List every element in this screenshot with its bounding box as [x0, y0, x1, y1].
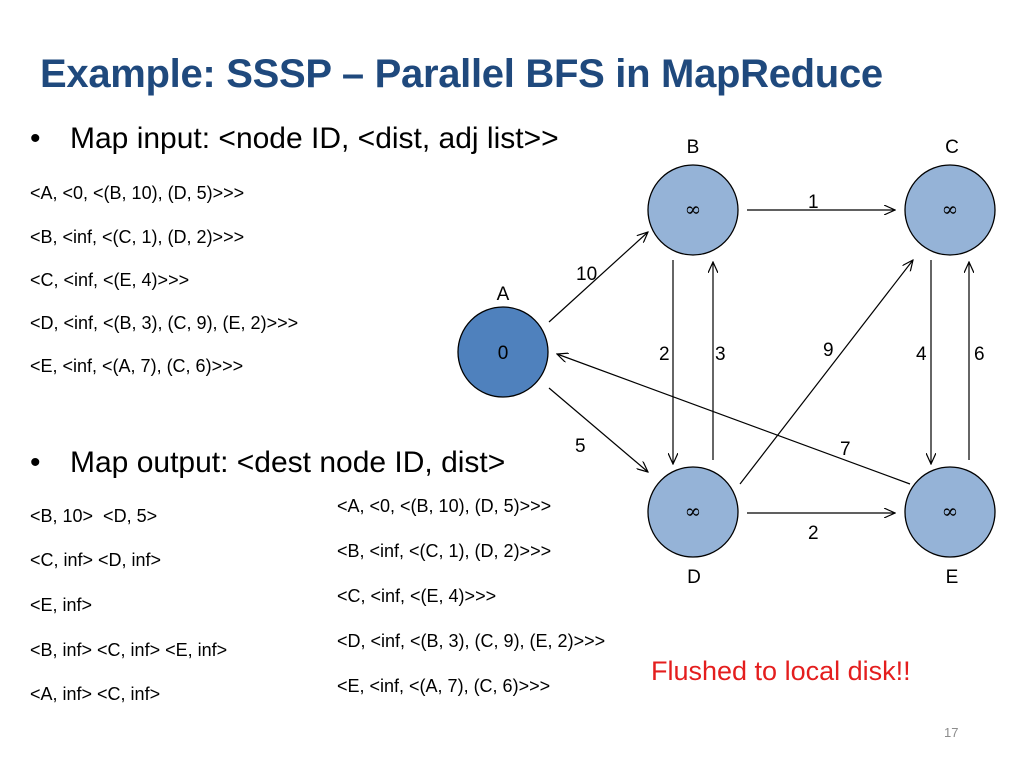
edge-a-b — [548, 232, 648, 323]
weight-label-e-a: 7 — [840, 439, 851, 460]
node-b-label: B — [687, 137, 700, 158]
map-output-line: <B, 10> <D, 5> — [30, 506, 158, 526]
node-e: ∞ E — [904, 466, 996, 588]
flushed-record: <E, <inf, <(A, 7), (C, 6)>>> — [337, 676, 551, 696]
weight-label-a-b: 10 — [576, 264, 597, 285]
page-number: 17 — [944, 725, 959, 740]
node-c-value: ∞ — [942, 197, 959, 221]
graph-edges — [548, 210, 969, 513]
node-c-circle — [904, 164, 996, 256]
weight-label-d-b: 3 — [715, 344, 726, 365]
node-d-value: ∞ — [685, 499, 702, 523]
map-input-line: <C, <inf, <(E, 4)>>> — [30, 270, 190, 290]
node-a-label: A — [497, 284, 510, 305]
bullet-dot: • — [30, 446, 41, 479]
node-a-circle — [457, 306, 549, 398]
map-output-line: <C, inf> <D, inf> — [30, 550, 162, 570]
node-a-value: 0 — [498, 343, 509, 364]
map-input-heading: Map input: <node ID, <dist, adj list>> — [70, 122, 559, 155]
node-b: ∞ B — [647, 137, 739, 256]
flushed-record: <B, <inf, <(C, 1), (D, 2)>>> — [337, 541, 552, 561]
map-output-bullet: • Map output: <dest node ID, dist> — [30, 446, 650, 486]
edge-d-c — [739, 260, 913, 485]
weight-label-d-c: 9 — [823, 340, 834, 361]
map-input-bullet: • Map input: <node ID, <dist, adj list>> — [30, 122, 680, 162]
flushed-record: <A, <0, <(B, 10), (D, 5)>>> — [337, 496, 552, 516]
map-output-heading: Map output: <dest node ID, dist> — [70, 446, 506, 479]
node-d: ∞ D — [647, 466, 739, 588]
bullet-dot: • — [30, 122, 41, 155]
node-d-label: D — [687, 567, 701, 588]
node-c-label: C — [945, 137, 959, 158]
weight-label-a-d: 5 — [575, 436, 586, 457]
weight-label-c-e: 4 — [916, 344, 927, 365]
edge-a-d — [548, 387, 648, 472]
map-input-line: <D, <inf, <(B, 3), (C, 9), (E, 2)>>> — [30, 313, 299, 333]
weight-label-e-c: 6 — [974, 344, 985, 365]
map-output-line: <E, inf> — [30, 595, 93, 615]
weight-label-d-e: 2 — [808, 523, 819, 544]
flushed-note: Flushed to local disk!! — [651, 656, 911, 686]
node-c: ∞ C — [904, 137, 996, 256]
map-input-line: <B, <inf, <(C, 1), (D, 2)>>> — [30, 227, 245, 247]
map-output-line: <A, inf> <C, inf> — [30, 684, 161, 704]
map-input-line: <E, <inf, <(A, 7), (C, 6)>>> — [30, 356, 244, 376]
node-b-circle — [647, 164, 739, 256]
node-e-label: E — [946, 567, 959, 588]
edge-weights: 10 5 1 2 3 9 2 4 6 7 — [575, 192, 985, 544]
map-input-line: <A, <0, <(B, 10), (D, 5)>>> — [30, 183, 245, 203]
node-b-value: ∞ — [685, 197, 702, 221]
flushed-record: <D, <inf, <(B, 3), (C, 9), (E, 2)>>> — [337, 631, 606, 651]
slide-title: Example: SSSP – Parallel BFS in MapReduc… — [40, 52, 883, 96]
weight-label-b-c: 1 — [808, 192, 819, 213]
node-d-circle — [647, 466, 739, 558]
flushed-record: <C, <inf, <(E, 4)>>> — [337, 586, 497, 606]
edge-e-a — [557, 354, 911, 485]
weight-label-b-d: 2 — [659, 344, 670, 365]
node-a: 0 A — [457, 284, 549, 398]
node-e-circle — [904, 466, 996, 558]
map-output-line: <B, inf> <C, inf> <E, inf> — [30, 640, 228, 660]
node-e-value: ∞ — [942, 499, 959, 523]
